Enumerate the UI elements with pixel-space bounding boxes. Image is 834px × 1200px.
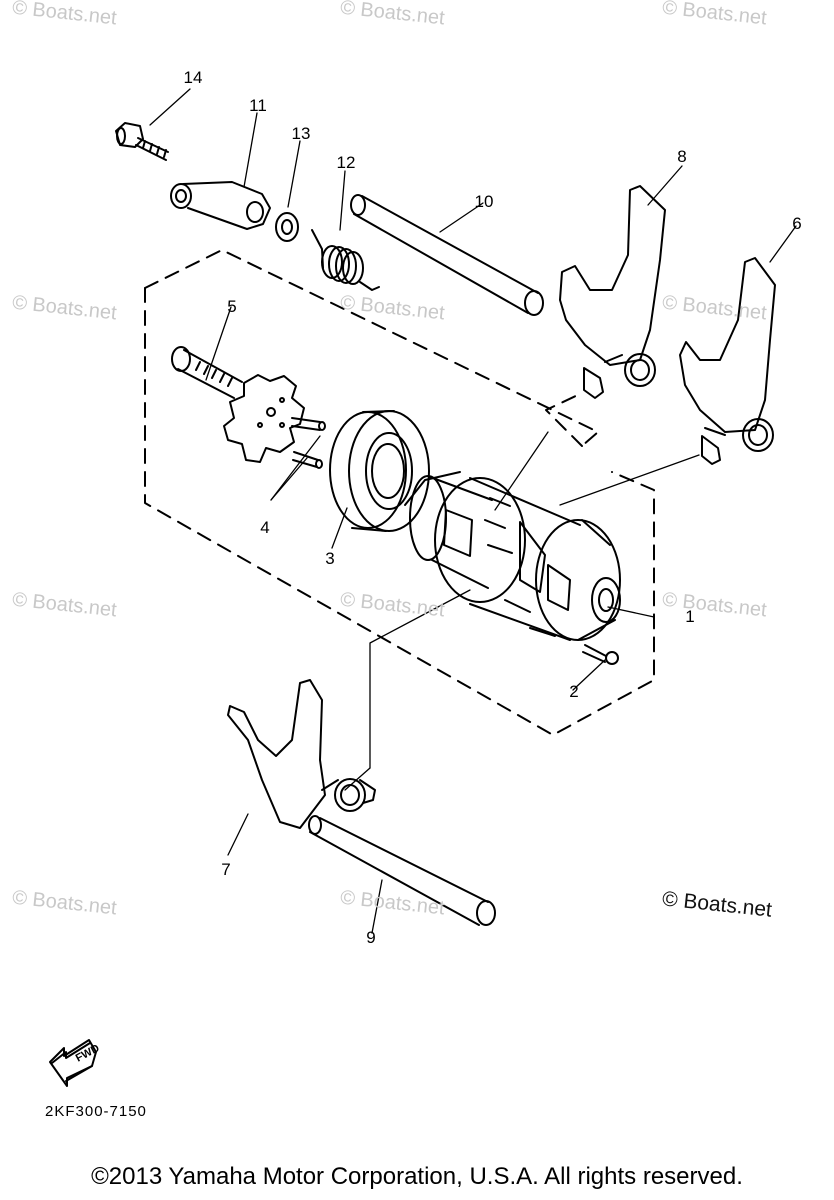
torsion-spring-12 xyxy=(311,229,380,291)
dowel-pins-4 xyxy=(291,417,326,469)
callout-8: 8 xyxy=(677,147,687,166)
shift-fork-shaft-9 xyxy=(308,815,496,926)
callout-10: 10 xyxy=(474,192,494,211)
callout-7: 7 xyxy=(221,860,231,879)
copyright-notice: ©2013 Yamaha Motor Corporation, U.S.A. A… xyxy=(91,1163,743,1190)
fwd-arrow-icon xyxy=(49,1039,97,1087)
callout-12: 12 xyxy=(336,153,356,172)
assembly-outline xyxy=(144,249,655,736)
shift-fork-8 xyxy=(559,185,666,399)
shift-drum xyxy=(404,471,621,641)
callout-11: 11 xyxy=(249,96,267,115)
screw-2 xyxy=(582,644,619,665)
diagram-code: 2KF300-7150 xyxy=(45,1103,147,1120)
shift-lever-11 xyxy=(170,181,271,230)
callout-2: 2 xyxy=(569,682,579,701)
bolt-5 xyxy=(171,346,243,399)
callout-6: 6 xyxy=(792,214,802,233)
callout-5: 5 xyxy=(227,297,237,316)
callout-1: 1 xyxy=(685,607,695,626)
callout-9: 9 xyxy=(366,928,376,947)
segment-plate xyxy=(223,374,305,463)
callout-3: 3 xyxy=(325,549,335,568)
shift-fork-6 xyxy=(679,257,776,465)
shift-fork-shaft-10 xyxy=(350,194,544,316)
shift-fork-7 xyxy=(227,679,376,829)
fwd-label: FWD xyxy=(74,1042,102,1064)
bolt-14 xyxy=(115,122,169,161)
bearing-3 xyxy=(329,410,430,532)
callout-13: 13 xyxy=(291,124,311,143)
washer-13 xyxy=(275,212,299,242)
callout-14: 14 xyxy=(183,68,203,87)
callout-4: 4 xyxy=(260,518,270,537)
